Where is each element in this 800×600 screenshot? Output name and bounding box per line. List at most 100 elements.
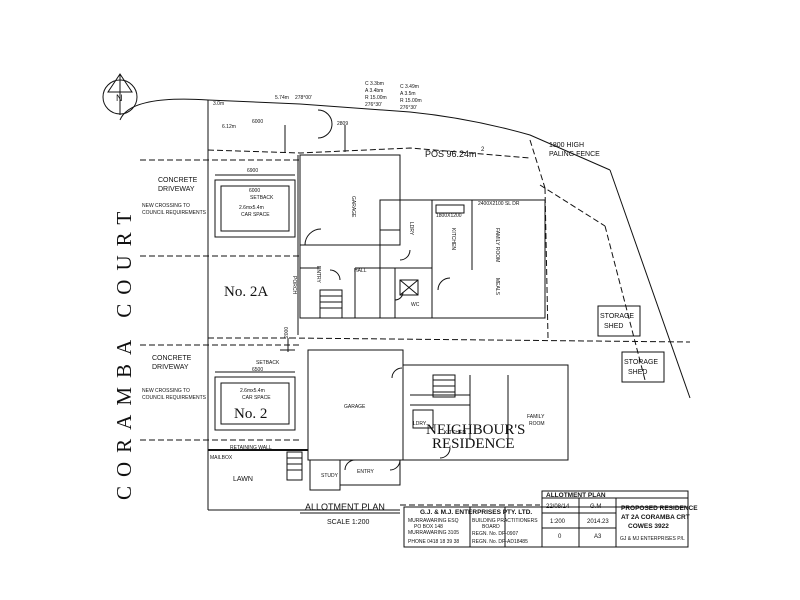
top-boundary [207, 99, 611, 171]
room-kitchen-2a: KITCHEN [450, 228, 456, 250]
curve-c1: C 3.3bm [365, 81, 384, 87]
top-dim-4: 6.12m [222, 124, 236, 130]
pos-area-sup: 2 [481, 147, 485, 153]
title-block [403, 490, 689, 548]
lot2-label: No. 2 [234, 406, 267, 422]
tb-project-1: PROPOSED RESIDENCE [621, 505, 698, 512]
room-family-2a: FAMILY ROOM [494, 228, 500, 262]
curve-r2: R 15.00m [400, 98, 422, 104]
retaining-wall-label: RETAINING WALL [230, 445, 272, 451]
car-space-2 [214, 376, 296, 431]
room-room-2: ROOM [529, 421, 545, 427]
neighbour-label-1: NEIGHBOUR'S [426, 422, 525, 438]
room-entry-2: ENTRY [357, 469, 375, 475]
tb-date: 22/08/14 [546, 504, 570, 510]
tb-owner: GJ & MJ ENTERPRISES P/L [620, 536, 685, 542]
storage-2-line2: SHED [628, 369, 647, 376]
top-dim-2: 278°00' [295, 95, 312, 101]
lot2-car-space-1: 2.6mx5.4m [240, 388, 265, 394]
tb-rev: 0 [558, 534, 562, 540]
tb-address-2: PO BOX 148 [414, 524, 443, 530]
top-dim-3: 3.0m [213, 101, 224, 107]
lot2a-dim-outer: 6900 [247, 168, 258, 174]
room-family-2: FAMILY [527, 414, 545, 420]
storage-shed-2 [621, 351, 665, 383]
top-dim-5: 6000 [252, 119, 263, 125]
room-wc-2a: WC [411, 302, 420, 308]
lot2a-car-space-1: 2.6mx5.4m [239, 205, 264, 211]
plan-scale: SCALE 1:200 [327, 519, 370, 526]
room-hall-2a: HALL [354, 268, 367, 274]
curve-a1: A 3.4bm [365, 88, 383, 94]
car-space-2a [214, 179, 296, 238]
room-garage-2: GARAGE [344, 404, 366, 410]
pos-area: POS 96.24m [425, 149, 477, 159]
neighbour-label-2: RESIDENCE [432, 436, 515, 452]
street-name: CORAMBA COURT [112, 203, 136, 500]
lot2a-car-space-2: CAR SPACE [241, 212, 270, 218]
lot2a-side-dim: 2000 [284, 327, 290, 338]
lot2-crossing-1: NEW CROSSING TO [142, 388, 190, 394]
room-meals-2a: MEALS [494, 278, 500, 296]
tb-job: 2014.23 [587, 519, 609, 525]
room-garage-2a: GARAGE [350, 196, 356, 218]
house-2-outline [307, 349, 569, 491]
lot-dividing-line [289, 337, 691, 343]
tb-bp-1: BUILDING PRACTITIONERS [472, 518, 538, 524]
top-dim-1: 5.74m [275, 95, 289, 101]
curve-r1: R 15.00m [365, 95, 387, 101]
lot2a-driveway-2: DRIVEWAY [158, 186, 195, 193]
room-entry-2a: ENTRY [315, 266, 321, 284]
lot2-driveway-2: DRIVEWAY [152, 364, 189, 371]
fence-note-2: PALING FENCE [549, 151, 600, 158]
house-2a-outline [299, 154, 546, 319]
north-label: N [116, 93, 123, 103]
tb-reg-2: REGN. No. DP-AD18485 [472, 539, 528, 545]
room-study-2: STUDY [321, 473, 339, 479]
storage-2-line1: STORAGE [624, 359, 658, 366]
lot2a-dim-inner: 6000 [249, 188, 260, 194]
lot2-driveway-1: CONCRETE [152, 355, 192, 362]
lot2-car-space-2: CAR SPACE [242, 395, 271, 401]
tb-header: ALLOTMENT PLAN [546, 492, 606, 499]
top-dim-6: 2809 [337, 121, 348, 127]
tb-drawn: G.M [590, 504, 601, 510]
tb-scale: 1:200 [550, 519, 566, 525]
tb-reg-1: REGN. No. DP-0907 [472, 531, 518, 537]
room-dim-a-2a: 2400X2100 SL DR [478, 201, 520, 207]
lot2-setback-dim: 6500 [252, 367, 263, 373]
lot2a-setback: SETBACK [250, 195, 274, 201]
storage-1-line2: SHED [604, 323, 623, 330]
lawn-label: LAWN [233, 476, 253, 483]
storage-shed-1 [597, 305, 641, 337]
lot2-setback: SETBACK [256, 360, 280, 366]
tb-project-2: AT 2A CORAMBA CRT [621, 514, 690, 521]
storage-1-line1: STORAGE [600, 313, 634, 320]
tb-size: A3 [594, 534, 602, 540]
room-dim-b-2a: 1800X1200 [436, 213, 462, 219]
lot2a-crossing-1: NEW CROSSING TO [142, 203, 190, 209]
tb-bp-2: BOARD [482, 524, 500, 530]
lot2a-crossing-2: COUNCIL REQUIREMENTS [142, 210, 207, 216]
room-ldry-2a: LDRY [408, 222, 414, 236]
tb-company: G.J. & M.J. ENTERPRISES PTY. LTD. [420, 509, 532, 516]
room-kitchen-2: KITCHEN [444, 430, 466, 436]
tb-phone: PHONE 0418 18 39 38 [408, 539, 459, 545]
room-ldry-2: LDRY [413, 421, 427, 427]
curve-c2: C 3.49m [400, 84, 419, 90]
right-boundary [609, 169, 691, 399]
north-arrow-icon [102, 73, 138, 115]
room-porch-2a: PORCH [291, 276, 297, 294]
fence-note-1: 1800 HIGH [549, 142, 584, 149]
curve-b1: 276°30' [365, 102, 382, 108]
lot2a-driveway-1: CONCRETE [158, 177, 198, 184]
curve-b2: 276°30' [400, 105, 417, 111]
tb-address-3: MURRAWARING 3105 [408, 530, 459, 536]
curve-a2: A 3.5m [400, 91, 416, 97]
lot2a-label: No. 2A [224, 284, 268, 300]
plan-title: ALLOTMENT PLAN [305, 502, 385, 512]
lot2-crossing-2: COUNCIL REQUIREMENTS [142, 395, 207, 401]
tb-address-1: MURRAWARING ESQ [408, 518, 459, 524]
mailbox-label: MAILBOX [210, 455, 233, 461]
